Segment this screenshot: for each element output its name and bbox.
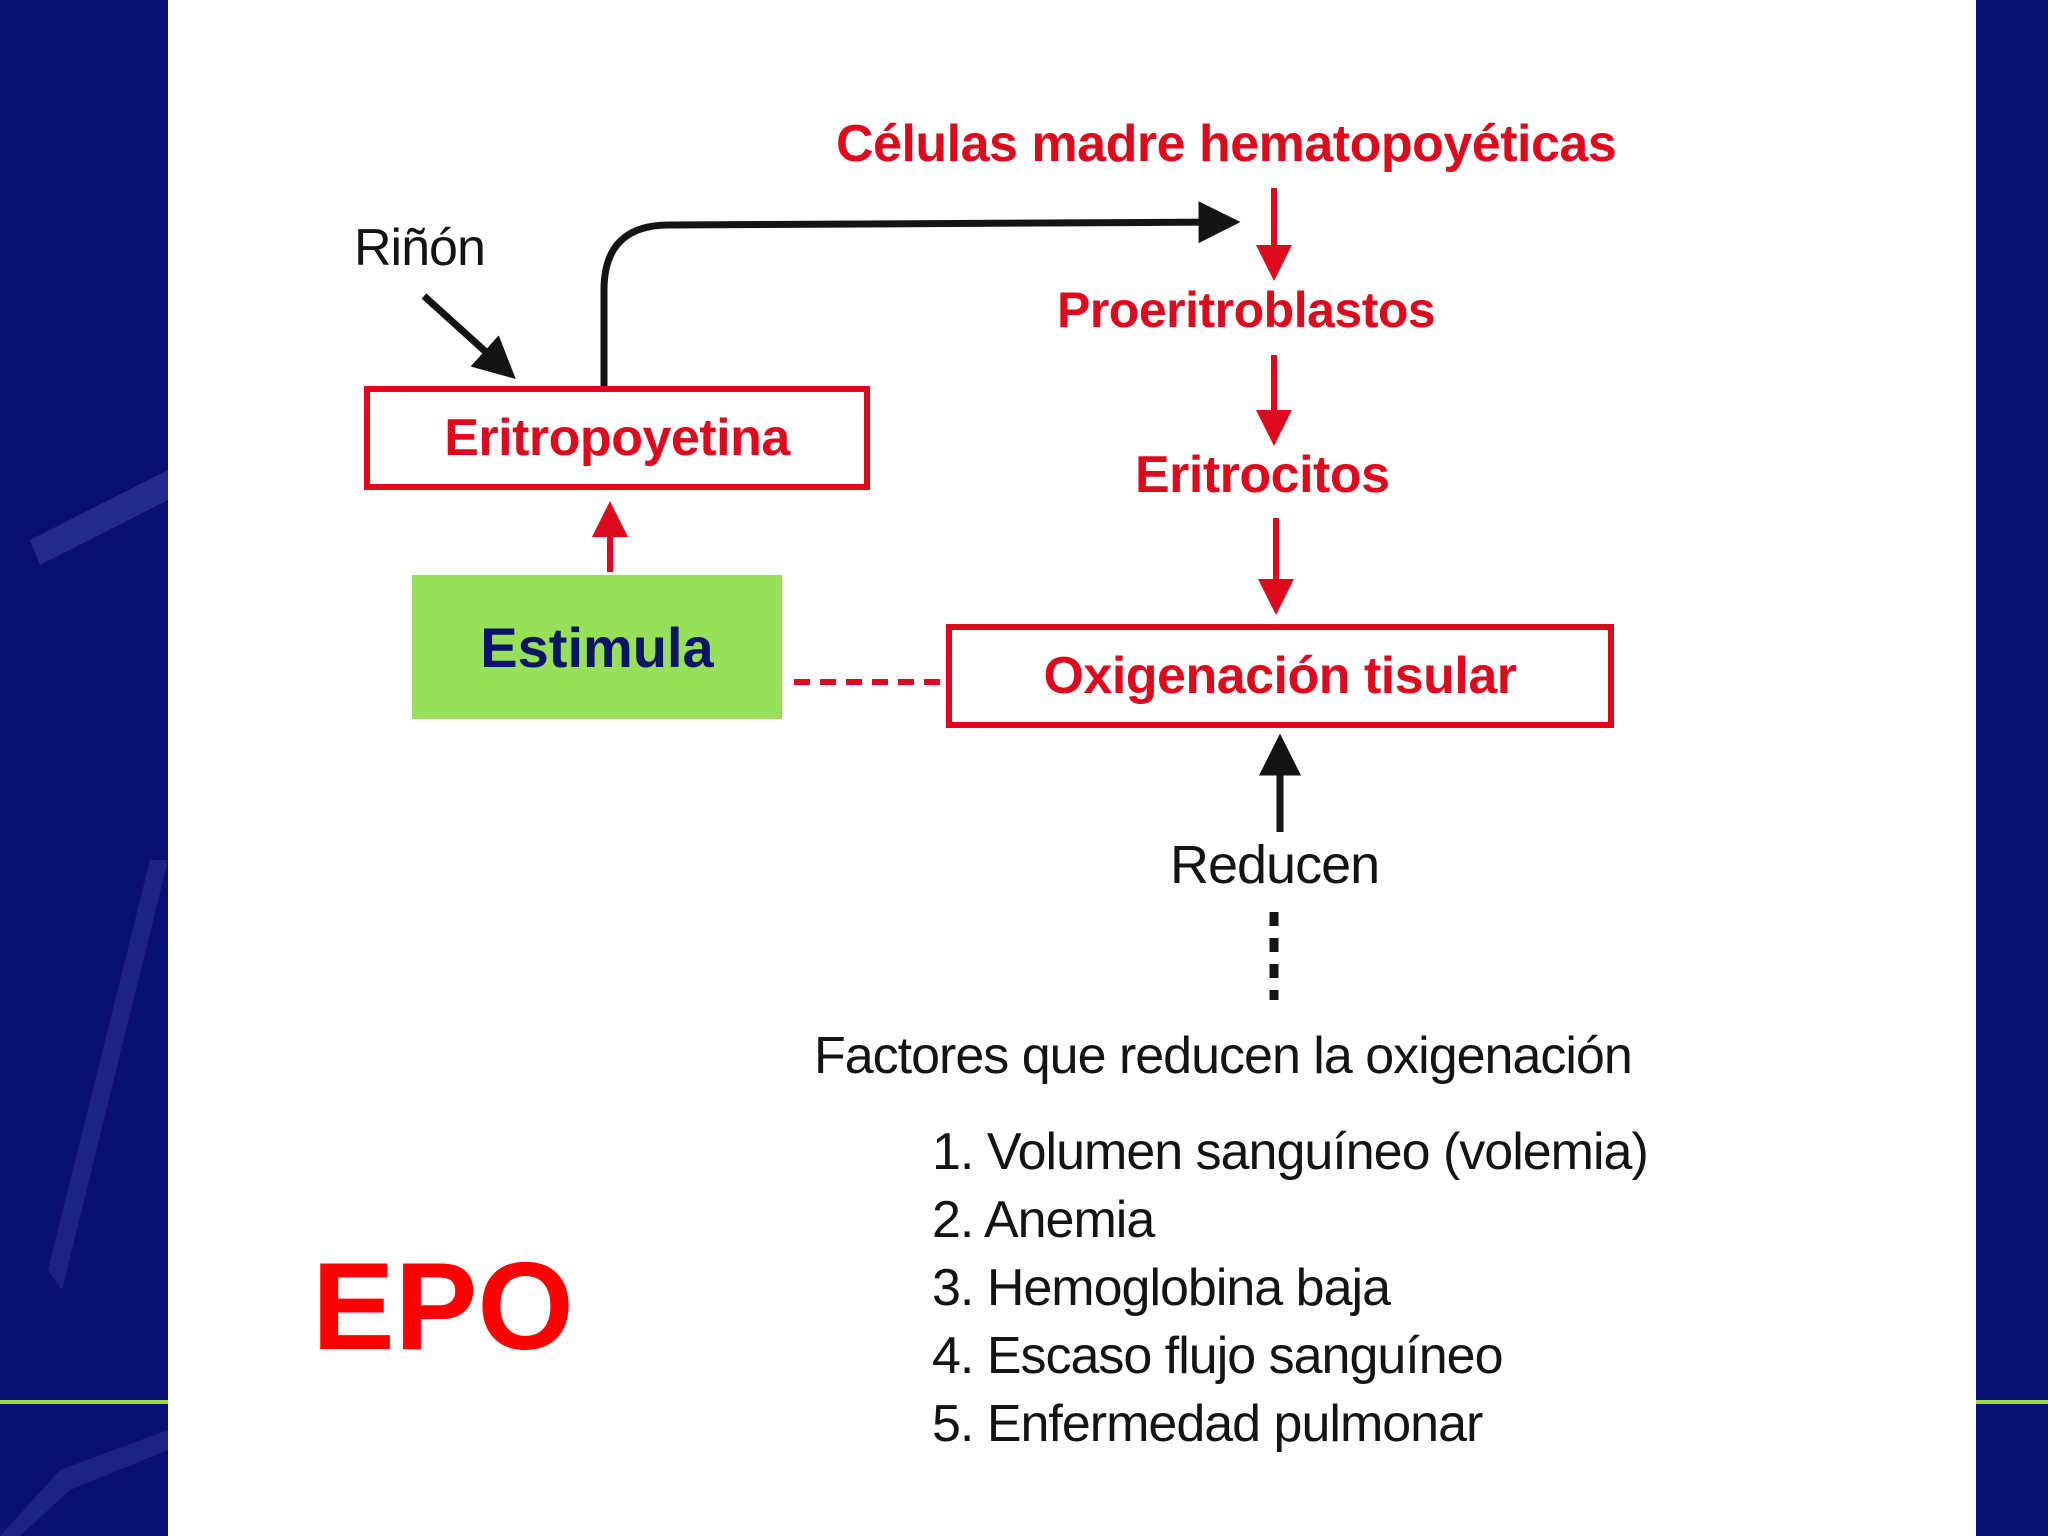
proerythroblasts-label: Proeritroblastos: [1057, 282, 1436, 338]
epo-to-stem-cells-arrow: [600, 201, 1241, 386]
factors-list: 1. Volumen sanguíneo (volemia) 2. Anemia…: [932, 1118, 1649, 1458]
kidney-label: Riñón: [354, 219, 486, 277]
erythropoietin-label: Eritropoyetina: [444, 409, 790, 467]
factor-item: 2. Anemia: [932, 1191, 1155, 1249]
epo-label: EPO: [312, 1238, 574, 1376]
erythrocytes-label: Eritrocitos: [1135, 446, 1390, 504]
kidney-arrow: [421, 293, 516, 380]
factors-title: Factores que reducen la oxigenación: [814, 1027, 1633, 1085]
tissue-oxygenation-label: Oxigenación tisular: [1043, 647, 1517, 705]
factor-item: 1. Volumen sanguíneo (volemia): [932, 1123, 1649, 1181]
erythropoietin-box: Eritropoyetina: [364, 386, 870, 490]
tissue-oxygenation-box: Oxigenación tisular: [946, 624, 1614, 728]
stimulate-label: Estimula: [480, 615, 714, 679]
stimulate-box: Estimula: [412, 575, 782, 719]
factor-item: 4. Escaso flujo sanguíneo: [932, 1327, 1504, 1385]
stem-cells-label: Células madre hematopoyéticas: [836, 115, 1617, 173]
slide: [168, 0, 1976, 1536]
reduce-label: Reducen: [1170, 835, 1380, 895]
factor-item: 5. Enfermedad pulmonar: [932, 1395, 1483, 1453]
factor-item: 3. Hemoglobina baja: [932, 1259, 1391, 1317]
